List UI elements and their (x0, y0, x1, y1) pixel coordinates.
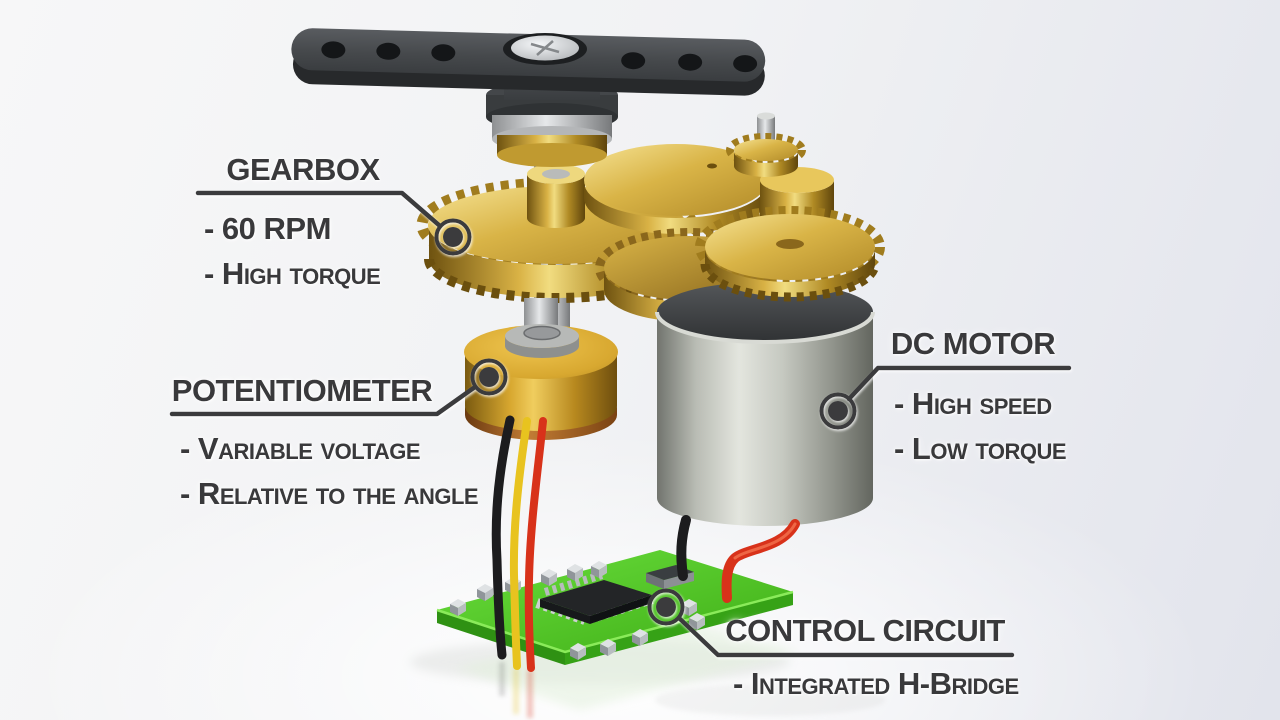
potentiometer-marker (470, 358, 508, 396)
potentiometer-wire-yellow (509, 417, 531, 670)
control-circuit-item: - Integrated H-Bridge (733, 666, 1019, 701)
potentiometer-item: - Variable voltage (180, 431, 421, 466)
wires (491, 415, 800, 672)
horn-hole (321, 41, 346, 59)
potentiometer-item: - Relative to the angle (180, 476, 479, 511)
callout-control-circuit-title: CONTROL CIRCUIT (715, 614, 1015, 648)
dc-motor-leader-line (846, 365, 1072, 402)
callout-control-circuit-items: - Integrated H-Bridge (733, 661, 1019, 706)
horn-hole (621, 52, 646, 70)
control-circuit-marker (647, 588, 685, 626)
dc-motor-item: - Low torque (894, 431, 1067, 466)
control-circuit-title: CONTROL CIRCUIT (725, 613, 1005, 648)
ic-chip (535, 571, 654, 625)
control-circuit-leader-line (676, 615, 1015, 658)
horn-hole (678, 53, 703, 71)
potentiometer-title: POTENTIOMETER (171, 373, 433, 408)
gearbox-leader-line (195, 190, 443, 229)
horn-hole (733, 55, 758, 73)
potentiometer-leader-line (169, 384, 478, 417)
motor-wire-black (676, 515, 691, 581)
callout-potentiometer-items: - Variable voltage - Relative to the ang… (180, 426, 479, 516)
gearbox-output-gear (695, 206, 885, 302)
callout-gearbox-title: GEARBOX (198, 153, 408, 187)
dc-motor-title: DC MOTOR (890, 326, 1056, 361)
horn-hole (376, 42, 401, 60)
dc-motor-3d (655, 282, 875, 526)
potentiometer-wire-black (491, 415, 515, 660)
callout-leaders (169, 190, 1072, 658)
callout-dc-motor-items: - High speed - Low torque (894, 381, 1067, 471)
callout-markers (434, 218, 857, 626)
callout-gearbox-items: - 60 RPM - High torque (204, 206, 381, 296)
horn-hole (431, 44, 456, 62)
potentiometer-wire-red (524, 417, 547, 672)
servo-horn (291, 28, 766, 167)
callout-potentiometer-title: POTENTIOMETER (166, 374, 438, 408)
dc-motor-marker (819, 392, 857, 430)
callout-dc-motor-title: DC MOTOR (872, 327, 1074, 361)
gearbox-item: - High torque (204, 256, 381, 291)
gearbox-title: GEARBOX (226, 152, 380, 187)
dc-motor-item: - High speed (894, 386, 1052, 421)
gearbox-item: - 60 RPM (204, 211, 331, 246)
gearbox-marker (434, 218, 472, 256)
